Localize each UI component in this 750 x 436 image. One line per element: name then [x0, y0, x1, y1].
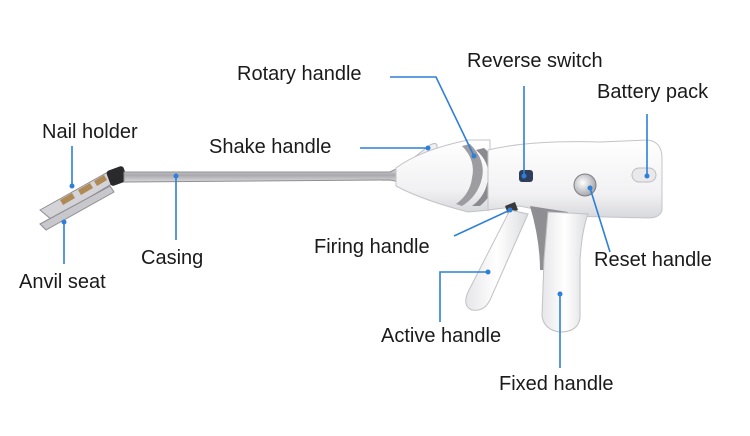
fixed-handle-shape: [541, 211, 589, 333]
label-nail-holder: Nail holder: [42, 121, 138, 143]
label-fixed-handle: Fixed handle: [499, 373, 614, 395]
leader-active-handle: [439, 271, 488, 322]
label-anvil-seat: Anvil seat: [19, 271, 106, 293]
label-reset-handle: Reset handle: [594, 249, 712, 271]
reset-knob: [573, 173, 597, 197]
label-shake-handle: Shake handle: [209, 136, 332, 158]
leader-firing-handle: [453, 209, 511, 237]
label-battery-pack: Battery pack: [597, 81, 709, 103]
jaw-assembly: [39, 166, 128, 231]
shaft: [123, 167, 401, 183]
label-active-handle: Active handle: [381, 325, 502, 347]
leader-lines: [61, 76, 650, 368]
label-casing: Casing: [141, 247, 204, 269]
label-reverse-switch: Reverse switch: [467, 50, 603, 72]
battery-pack-shape: [631, 167, 657, 183]
active-handle-shape: [465, 209, 529, 311]
leader-rotary-handle: [390, 76, 475, 157]
label-rotary-handle: Rotary handle: [237, 63, 362, 85]
leader-reset-handle: [589, 187, 611, 253]
main-body: [487, 139, 663, 219]
label-firing-handle: Firing handle: [314, 236, 430, 258]
